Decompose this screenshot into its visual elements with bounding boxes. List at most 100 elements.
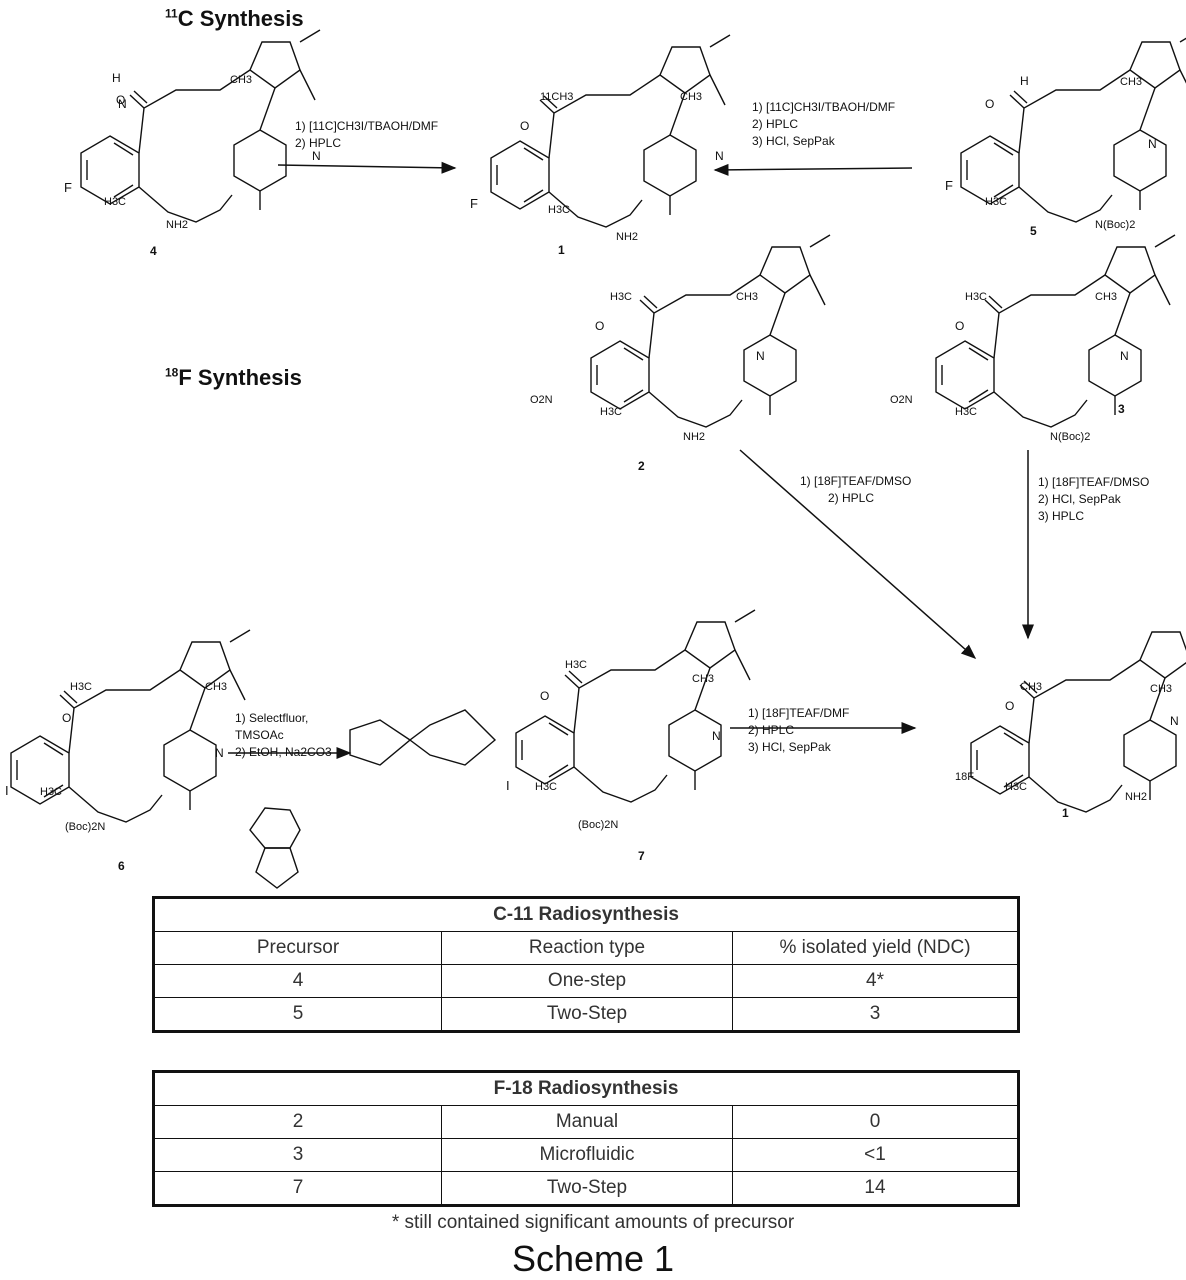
svg-text:H3C: H3C: [70, 681, 92, 693]
svg-text:CH3: CH3: [692, 673, 714, 685]
spiro-dione-reagent: [249, 807, 301, 889]
svg-text:O2N: O2N: [530, 394, 553, 406]
footnote: * still contained significant amounts of…: [391, 1212, 795, 1233]
svg-text:CH3: CH3: [1020, 681, 1042, 693]
svg-text:O: O: [985, 97, 994, 111]
molecule-6: H3C O CH3 N I H3C (Boc)2N: [5, 629, 251, 833]
svg-text:H3C: H3C: [535, 781, 557, 793]
svg-text:N: N: [1148, 137, 1157, 151]
svg-text:N: N: [756, 349, 765, 363]
c11-table-title: C-11 Radiosynthesis: [153, 897, 1019, 932]
table-row: 2 Manual 0: [153, 1105, 1019, 1139]
svg-text:H3C: H3C: [40, 786, 62, 798]
f18-table: F-18 Radiosynthesis 2 Manual 0 3 Microfl…: [152, 1070, 1020, 1207]
svg-text:O2N: O2N: [890, 394, 913, 406]
svg-text:NH2: NH2: [1125, 791, 1147, 803]
svg-text:N: N: [715, 149, 724, 163]
f18-section-title: 18F Synthesis: [165, 365, 302, 390]
svg-text:O: O: [520, 119, 529, 133]
compound-label-3: 3: [1118, 402, 1125, 416]
svg-text:F: F: [64, 180, 72, 195]
c11-table: C-11 Radiosynthesis Precursor Reaction t…: [152, 896, 1020, 1033]
svg-text:F: F: [945, 178, 953, 193]
svg-text:(Boc)2N: (Boc)2N: [65, 821, 105, 833]
table-row: 5 Two-Step 3: [153, 997, 1019, 1032]
f18-table-title: F-18 Radiosynthesis: [153, 1071, 1019, 1106]
svg-text:N(Boc)2: N(Boc)2: [1050, 431, 1090, 443]
table-row: 7 Two-Step 14: [153, 1171, 1019, 1206]
compound-label-7: 7: [638, 849, 645, 863]
svg-text:H3C: H3C: [985, 196, 1007, 208]
svg-text:CH3: CH3: [205, 681, 227, 693]
arrow-5-to-1: [713, 163, 913, 176]
molecule-1-c11: 11CH3 O CH3 N F H3C NH2: [470, 34, 731, 243]
svg-text:O: O: [540, 689, 549, 703]
svg-text:O: O: [116, 93, 125, 107]
molecule-3: H3C O CH3 N O2N H3C N(Boc)2: [890, 234, 1176, 443]
svg-text:H3C: H3C: [565, 659, 587, 671]
c11-header-yield: % isolated yield (NDC): [732, 931, 1019, 965]
svg-text:I: I: [506, 778, 510, 793]
c11-section-title: 11C Synthesis: [165, 6, 304, 31]
svg-text:I: I: [5, 783, 9, 798]
svg-text:O: O: [595, 319, 604, 333]
compound-label-5: 5: [1030, 224, 1037, 238]
svg-text:N(Boc)2: N(Boc)2: [1095, 219, 1135, 231]
svg-text:11CH3: 11CH3: [540, 91, 573, 103]
arrow-4-to-1: [277, 161, 457, 174]
svg-text:F: F: [470, 196, 478, 211]
arrow-2-to-1: [739, 449, 977, 659]
compound-label-4: 4: [150, 244, 157, 258]
svg-text:H3C: H3C: [965, 291, 987, 303]
svg-text:H3C: H3C: [548, 204, 570, 216]
c11-header-precursor: Precursor: [153, 931, 442, 965]
table-row: 4 One-step 4*: [153, 964, 1019, 998]
compound-label-6: 6: [118, 859, 125, 873]
molecule-5: H O CH3 N F H3C N(Boc)2: [945, 29, 1186, 231]
compound-label-1-top: 1: [558, 243, 565, 257]
svg-text:CH3: CH3: [230, 74, 252, 86]
svg-text:N: N: [1120, 349, 1129, 363]
svg-text:CH3: CH3: [1150, 683, 1172, 695]
reaction-scheme: N H O CH3 N F H3C NH2 4 11CH3 O CH3 N F …: [5, 29, 1186, 889]
svg-text:O: O: [1005, 699, 1014, 713]
molecule-7-ylide: [349, 709, 497, 766]
svg-text:N: N: [215, 746, 224, 760]
svg-text:CH3: CH3: [1120, 76, 1142, 88]
svg-text:H: H: [112, 71, 121, 85]
svg-text:(Boc)2N: (Boc)2N: [578, 819, 618, 831]
svg-text:N: N: [312, 149, 321, 163]
molecule-4: N H O CH3 N F H3C NH2: [64, 29, 321, 231]
svg-text:NH2: NH2: [166, 219, 188, 231]
svg-text:CH3: CH3: [736, 291, 758, 303]
svg-text:O: O: [955, 319, 964, 333]
molecule-2: H3C O CH3 N O2N H3C NH2: [530, 234, 831, 443]
svg-text:N: N: [1170, 714, 1179, 728]
molecule-7: H3C O CH3 N I H3C (Boc)2N: [506, 609, 756, 831]
compound-label-1-bottom: 1: [1062, 806, 1069, 820]
svg-text:H3C: H3C: [600, 406, 622, 418]
svg-text:NH2: NH2: [683, 431, 705, 443]
svg-text:N: N: [712, 729, 721, 743]
svg-text:H3C: H3C: [104, 196, 126, 208]
svg-text:O: O: [62, 711, 71, 725]
c11-header-reaction: Reaction type: [441, 931, 733, 965]
svg-text:H3C: H3C: [610, 291, 632, 303]
scheme-caption: Scheme 1: [511, 1238, 675, 1279]
svg-text:H3C: H3C: [955, 406, 977, 418]
svg-text:H3C: H3C: [1005, 781, 1027, 793]
table-row: 3 Microfluidic <1: [153, 1138, 1019, 1172]
svg-text:18F: 18F: [955, 771, 974, 783]
svg-text:H: H: [1020, 74, 1029, 88]
svg-text:N: N: [118, 97, 127, 111]
svg-text:CH3: CH3: [680, 91, 702, 103]
svg-text:NH2: NH2: [616, 231, 638, 243]
molecule-1-f18: CH3 O CH3 N 18F H3C NH2: [955, 619, 1186, 813]
svg-text:CH3: CH3: [1095, 291, 1117, 303]
